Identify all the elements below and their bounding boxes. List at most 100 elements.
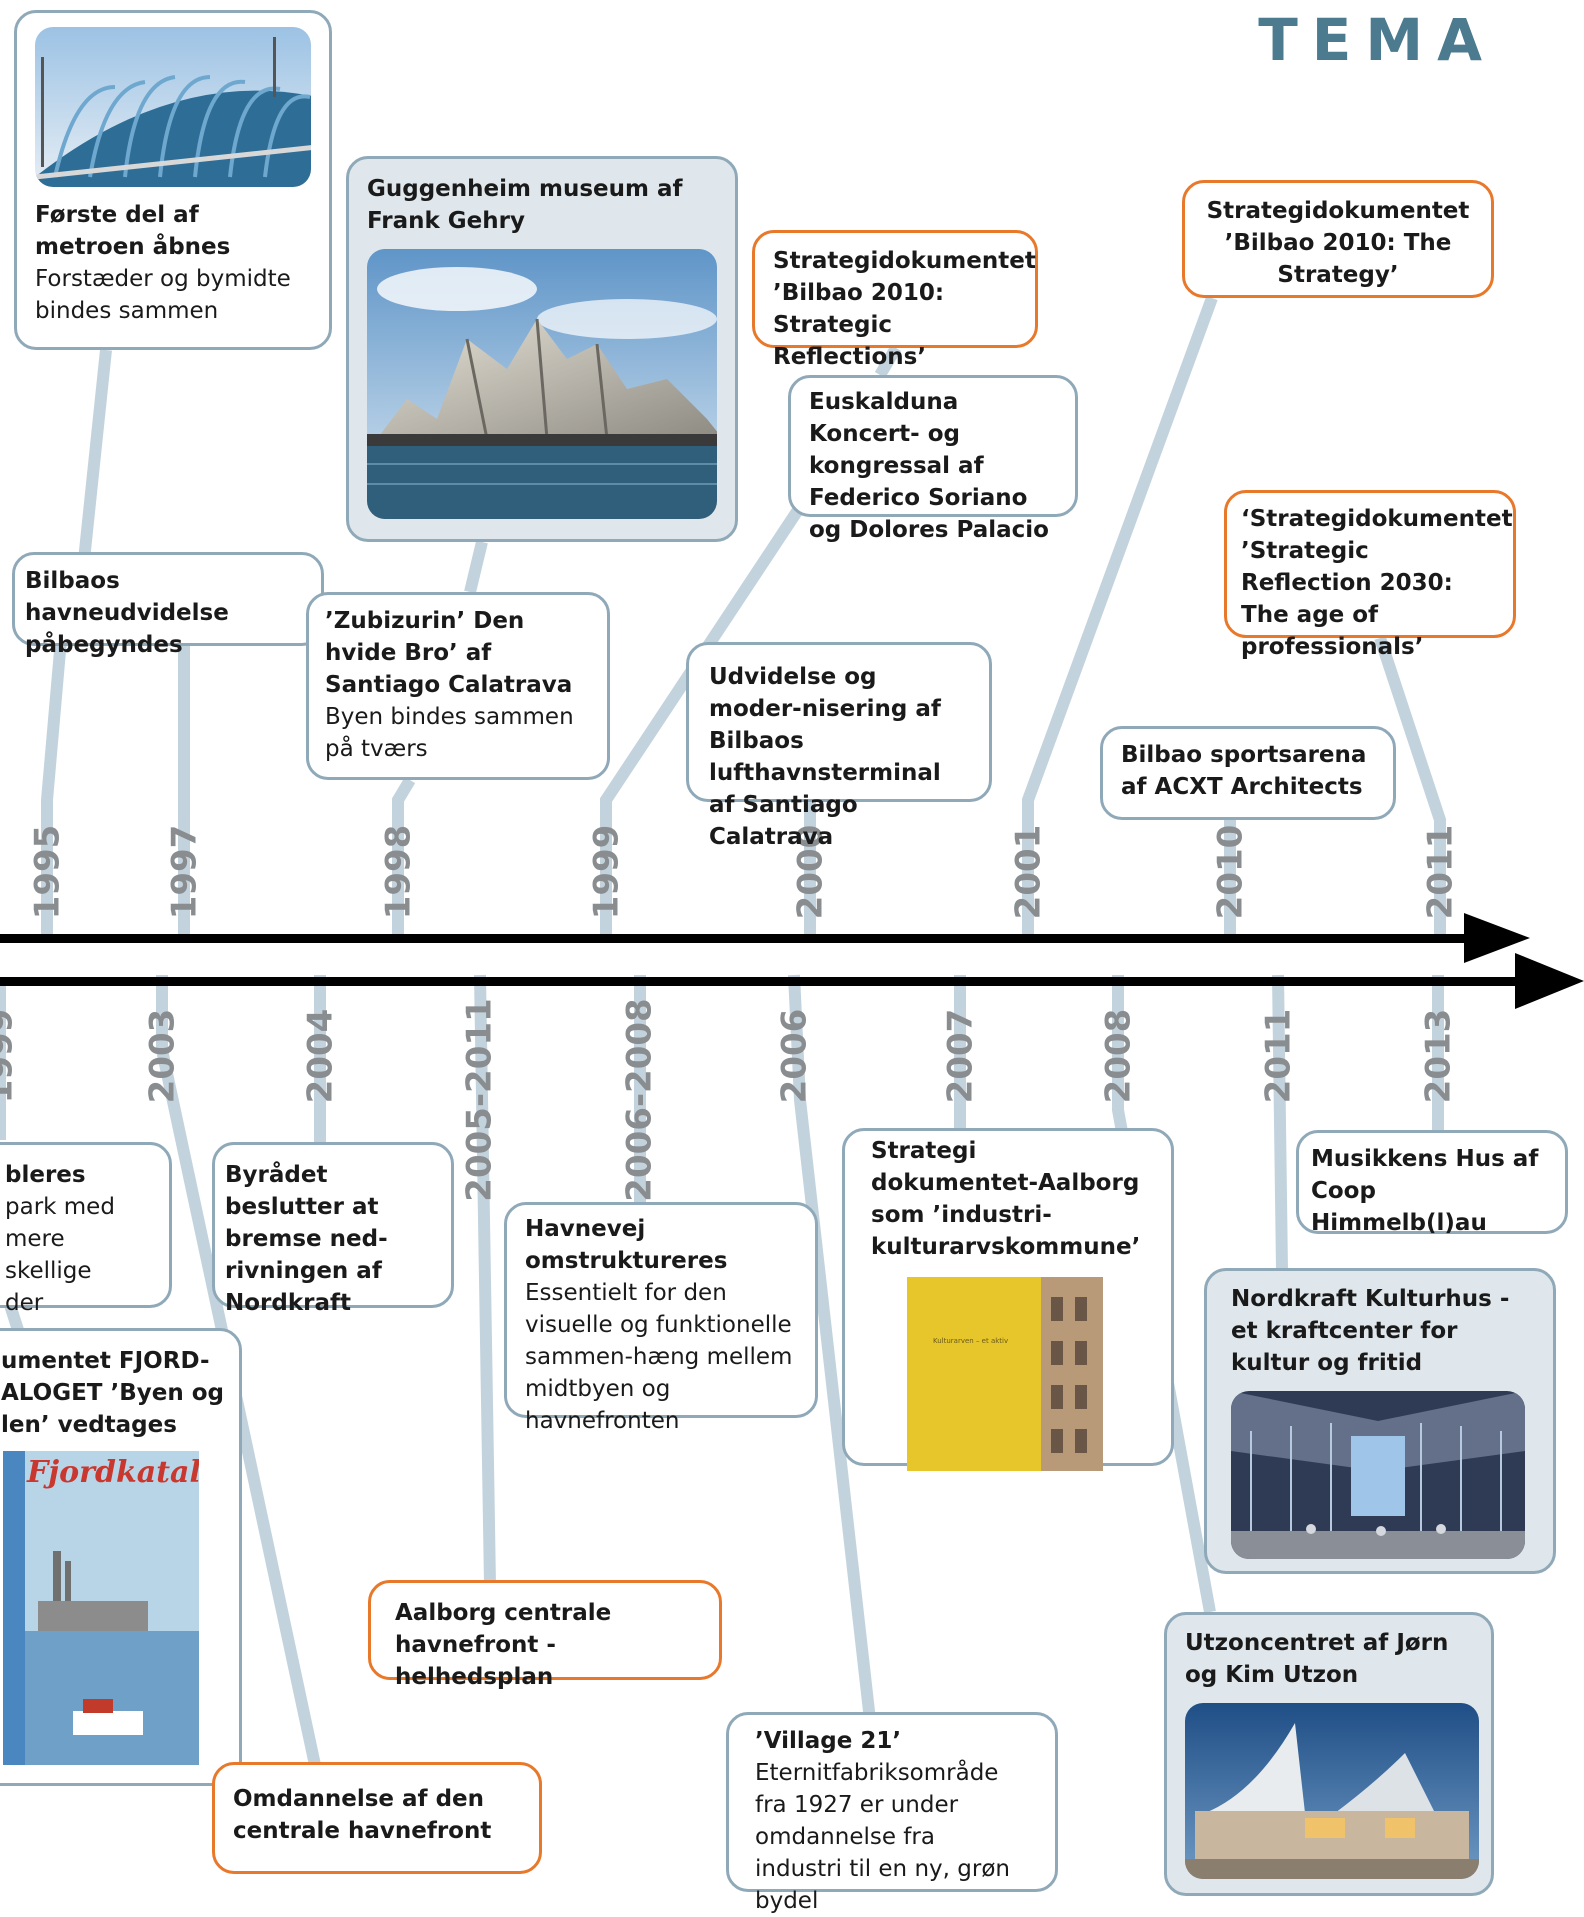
year-label: 2004: [300, 1008, 341, 1104]
event-title: Omdannelse af den centrale havnefront: [233, 1786, 492, 1844]
connector-lines: [0, 295, 1446, 1767]
book-title: Kulturarven – et aktiv: [933, 1337, 1009, 1345]
photo-utzon: [1185, 1703, 1479, 1879]
event-metro: Første del af metroen åbnes Forstæder og…: [14, 10, 332, 350]
connector-havneudvidelse: [41, 627, 68, 935]
connector-strategy: [1022, 295, 1218, 935]
event-village21: ’Village 21’ Eternitfabriksområde fra 19…: [726, 1712, 1058, 1914]
event-zubizuri: ’Zubizurin’ Den hvide Bro’ af Santiago C…: [306, 592, 610, 780]
bottom-axis-arrowhead: [1515, 953, 1584, 1009]
connector-utzon: [1112, 975, 1216, 1614]
event-title: umentet FJORD- ALOGET ’Byen og len’ vedt…: [1, 1348, 224, 1438]
book-cover: Kulturarven – et aktiv: [907, 1277, 1103, 1471]
connector-helhedsplan: [474, 974, 496, 1586]
photo-bridge: [35, 27, 311, 187]
bottom-axis-line: [0, 977, 1525, 986]
event-title: Strategidokumentet ’Bilbao 2010: Strateg…: [773, 248, 1036, 370]
year-label: 2007: [940, 1008, 981, 1104]
guggenheim-photo: [367, 249, 717, 519]
year-label: 2011: [1258, 1008, 1299, 1104]
event-title: ’Zubizurin’ Den hvide Bro’ af Santiago C…: [325, 608, 573, 698]
photo-guggenheim: [367, 249, 717, 519]
connector-village21: [788, 974, 876, 1721]
event-description: Forstæder og bymidte bindes sammen: [35, 266, 291, 324]
event-lufthavn: Udvidelse og moder-nisering af Bilbaos l…: [686, 642, 992, 850]
event-title: ‘Strategidokumentet ’Strategic Reflectio…: [1241, 506, 1513, 660]
event-omdannelse: Omdannelse af den centrale havnefront: [212, 1762, 542, 1874]
event-title: Aalborg centrale havnefront - helhedspla…: [395, 1600, 612, 1690]
event-title: Musikkens Hus af Coop Himmelb(l)au: [1311, 1146, 1539, 1236]
year-label: 1995: [27, 824, 68, 920]
year-label: 2001: [1008, 824, 1049, 920]
event-description: park med mere skellige der: [5, 1194, 115, 1316]
year-label: 1999: [0, 1008, 21, 1104]
year-label: 2013: [1418, 1008, 1459, 1104]
event-title: bleres: [5, 1162, 86, 1188]
year-label: 1998: [378, 824, 419, 920]
nordkraft-photo: [1231, 1391, 1525, 1559]
event-helhedsplan: Aalborg centrale havnefront - helhedspla…: [368, 1580, 722, 1690]
connector-nordkraft: [1272, 974, 1288, 1271]
event-title: Guggenheim museum af Frank Gehry: [367, 176, 683, 234]
event-strategi-industrikultur: Strategi dokumentet-Aalborg som ’industr…: [842, 1128, 1174, 1471]
year-label: 2005-2011: [460, 998, 500, 1202]
event-description: Essentielt for den visuelle og funktione…: [525, 1280, 793, 1434]
event-title: Første del af metroen åbnes: [35, 202, 231, 260]
event-fjordkatalog: umentet FJORD- ALOGET ’Byen og len’ vedt…: [0, 1328, 242, 1786]
event-byraad: Byrådet beslutter at bremse ned-rivninge…: [212, 1142, 454, 1316]
event-strategic-reflection-2030: ‘Strategidokumentet ’Strategic Reflectio…: [1224, 490, 1516, 660]
event-strategic-reflections-2010: Strategidokumentet ’Bilbao 2010: Strateg…: [752, 230, 1038, 370]
event-title: Byrådet beslutter at bremse ned-rivninge…: [225, 1162, 388, 1316]
connector-metro: [78, 349, 112, 561]
year-label: 1999: [586, 824, 627, 920]
year-label: 1997: [164, 824, 205, 920]
year-label: 2006: [774, 1008, 815, 1104]
event-the-strategy-2010: Strategidokumentet ’Bilbao 2010: The Str…: [1182, 180, 1494, 298]
year-label: 2006-2008: [620, 998, 660, 1202]
connector-etableres: [4, 1303, 24, 1332]
event-title: Euskalduna Koncert- og kongressal af Fed…: [809, 389, 1049, 543]
event-utzon: Utzoncentret af Jørn og Kim Utzon: [1164, 1612, 1494, 1896]
event-musikkens-hus: Musikkens Hus af Coop Himmelb(l)au: [1296, 1130, 1568, 1236]
book-graphic: [907, 1277, 1103, 1471]
year-label: 2003: [142, 1008, 183, 1104]
event-sportsarena: Bilbao sportsarena af ACXT Architects: [1100, 726, 1396, 820]
cover-graphic: [3, 1451, 199, 1765]
year-label: 2008: [1098, 1008, 1139, 1104]
connector-zubizuri: [392, 776, 416, 935]
connector-omdannelse: [156, 975, 321, 1767]
event-title: Utzoncentret af Jørn og Kim Utzon: [1185, 1630, 1449, 1688]
year-label: 2010: [1210, 824, 1251, 920]
event-havnevej: Havnevej omstruktureres Essentielt for d…: [504, 1202, 818, 1434]
event-title: ’Village 21’: [755, 1728, 902, 1754]
event-title: Udvidelse og moder-nisering af Bilbaos l…: [709, 664, 941, 850]
event-nordkraft: Nordkraft Kulturhus - et kraftcenter for…: [1204, 1268, 1556, 1574]
photo-nordkraft: [1231, 1391, 1525, 1559]
top-axis-line: [0, 934, 1472, 943]
top-axis-arrowhead: [1464, 913, 1530, 963]
connector-guggenheim: [464, 540, 488, 594]
connector-euskalduna: [600, 503, 806, 935]
event-description: Eternitfabriksområde fra 1927 er under o…: [755, 1760, 1010, 1914]
event-havneudvidelse: Bilbaos havneudvidelse påbegyndes: [12, 552, 324, 658]
timeline-arrows: [0, 913, 1584, 1009]
cover-title: Fjordkatalog: [27, 1455, 199, 1490]
event-guggenheim: Guggenheim museum af Frank Gehry: [346, 156, 738, 542]
year-label: 2011: [1420, 824, 1461, 920]
connector-2030: [1374, 636, 1446, 935]
event-title: Bilbaos havneudvidelse påbegyndes: [25, 568, 229, 658]
section-heading: TEMA: [1258, 6, 1496, 74]
utzon-photo: [1185, 1703, 1479, 1879]
event-title: Bilbao sportsarena af ACXT Architects: [1121, 742, 1367, 800]
bridge-photo: [35, 27, 311, 187]
event-euskalduna: Euskalduna Koncert- og kongressal af Fed…: [788, 375, 1078, 543]
event-title: Strategi dokumentet-Aalborg som ’industr…: [871, 1138, 1141, 1260]
event-title: Nordkraft Kulturhus - et kraftcenter for…: [1231, 1286, 1510, 1376]
event-title: Strategidokumentet ’Bilbao 2010: The Str…: [1206, 198, 1470, 288]
event-description: Byen bindes sammen på tværs: [325, 704, 574, 762]
event-etableres: bleres park med mere skellige der: [0, 1142, 172, 1316]
fjordkatalog-cover: Fjordkatalog: [3, 1451, 199, 1765]
connector-reflections: [874, 344, 902, 379]
event-title: Havnevej omstruktureres: [525, 1216, 728, 1274]
